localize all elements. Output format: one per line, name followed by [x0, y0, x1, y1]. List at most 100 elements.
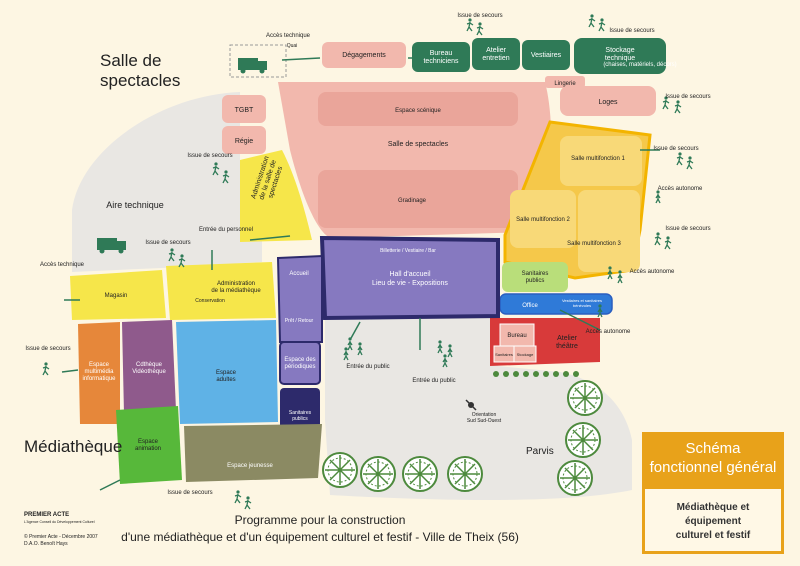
parvis-zone	[325, 318, 632, 500]
orientation-compass-icon	[465, 399, 477, 411]
espace-adultes-zone	[176, 320, 278, 424]
mediatheque-title: Médiathèque	[24, 437, 122, 456]
flow-arrows	[61, 57, 660, 491]
emergency-exit-icon	[234, 489, 242, 504]
pret-retour-label: Prêt / Retour	[285, 318, 314, 324]
quai-zone	[229, 44, 287, 78]
salle-multifonction-1	[560, 136, 642, 186]
atelier-entretien-zone	[472, 38, 520, 70]
issue-secours-label: Issue de secours	[609, 28, 654, 34]
emergency-exit-icon	[42, 361, 50, 376]
truck-icon-top	[238, 58, 267, 74]
accueil-label: Accueil	[289, 271, 308, 277]
aire-technique-label: Aire technique	[106, 200, 164, 210]
billetterie-label: Billetterie / Vestiaire / Bar	[380, 248, 436, 254]
salle-multifonction-2	[510, 190, 576, 248]
espace-multimedia-zone	[78, 322, 120, 424]
legend-subtitle: Médiathèque et équipement culturel et fe…	[675, 502, 751, 541]
entree-personnel-label: Entrée du personnel	[199, 227, 253, 233]
tree-icon	[567, 380, 603, 416]
espace-scenique-zone	[318, 92, 518, 126]
tree-icon	[402, 456, 438, 492]
bureau-techniciens-zone	[412, 42, 470, 72]
tgbt-label: TGBT	[235, 107, 254, 114]
office-zone	[499, 293, 613, 315]
entree-public-label: Entrée du public	[412, 378, 455, 384]
acces-autonome-label: Accès autonome	[586, 329, 631, 335]
administration-salle-label: Administrationde la salle despectacles	[250, 155, 286, 204]
emergency-exit-icon	[598, 17, 606, 32]
issue-secours-label: Issue de secours	[665, 226, 710, 232]
issue-secours-label: Issue de secours	[187, 153, 232, 159]
gradinage-zone	[318, 170, 518, 228]
tree-icon	[322, 452, 358, 488]
espace-jeunesse-zone	[184, 424, 322, 482]
emergency-exit-icon	[466, 17, 474, 32]
bureau-label: Bureau	[507, 333, 526, 339]
person-icon	[597, 303, 603, 318]
emergency-exit-icon	[654, 231, 662, 246]
degagements-zone	[322, 42, 406, 68]
salle-multi-2-label: Salle multifonction 2	[516, 217, 570, 223]
emergency-exit-icon	[676, 151, 684, 166]
stockage-zone	[574, 38, 666, 74]
issue-secours-label: Issue de secours	[653, 146, 698, 152]
gradinage-label: Gradinage	[398, 198, 427, 204]
person-icon	[617, 269, 623, 284]
emergency-exit-icon	[674, 99, 682, 114]
vestiaires-zone	[522, 40, 570, 70]
acces-autonome-label: Accès autonome	[658, 186, 703, 192]
espace-animation-zone	[116, 406, 182, 484]
aire-technique-zone	[72, 92, 262, 272]
lingerie-label: Lingerie	[554, 81, 576, 87]
lingerie-zone	[545, 76, 585, 88]
hall-zone	[319, 235, 500, 321]
legend-box: Schéma fonctionnel général Médiathèque e…	[642, 432, 784, 554]
parvis-label: Parvis	[526, 446, 554, 457]
person-icon	[607, 265, 613, 280]
tree-icon	[360, 456, 396, 492]
credits: © Premier Acte - Décembre 2007 D.A.O. Be…	[24, 534, 98, 547]
accueil-zone	[276, 254, 323, 343]
sanitaires-publics-zone-1	[502, 262, 568, 292]
issue-secours-label: Issue de secours	[25, 346, 70, 352]
tree-icon	[447, 456, 483, 492]
espace-periodiques-zone	[279, 341, 321, 385]
premier-acte-logo: PREMIER ACTE	[24, 512, 70, 518]
magasin-label: Magasin	[105, 293, 128, 299]
conservation-label: Conservation	[195, 298, 225, 304]
sanitaires-small-label: Sanitaires	[495, 352, 513, 357]
emergency-exit-icon	[588, 13, 596, 28]
degagements-label: Dégagements	[342, 52, 386, 59]
stockage-small-label: Stockage	[517, 352, 534, 357]
emergency-exit-icon	[664, 235, 672, 250]
salle-multifonction-3	[578, 190, 640, 272]
administration-salle-zone	[240, 150, 312, 242]
emergency-exit-icon	[686, 155, 694, 170]
tgbt-zone	[222, 95, 266, 123]
tree-icon	[565, 422, 601, 458]
magasin-zone	[70, 270, 166, 320]
loges-label: Loges	[598, 99, 618, 106]
acces-technique-top-label: Accès technique	[266, 33, 311, 39]
issue-secours-label: Issue de secours	[665, 94, 710, 100]
acces-technique-left-label: Accès technique	[40, 262, 85, 268]
stockage-sub-label: (chaises, matériels, décors)	[603, 62, 676, 68]
issue-secours-label: Issue de secours	[167, 490, 212, 496]
emergency-exit-icon	[244, 495, 252, 510]
program-title: Programme pour la construction d'une méd…	[121, 513, 519, 544]
